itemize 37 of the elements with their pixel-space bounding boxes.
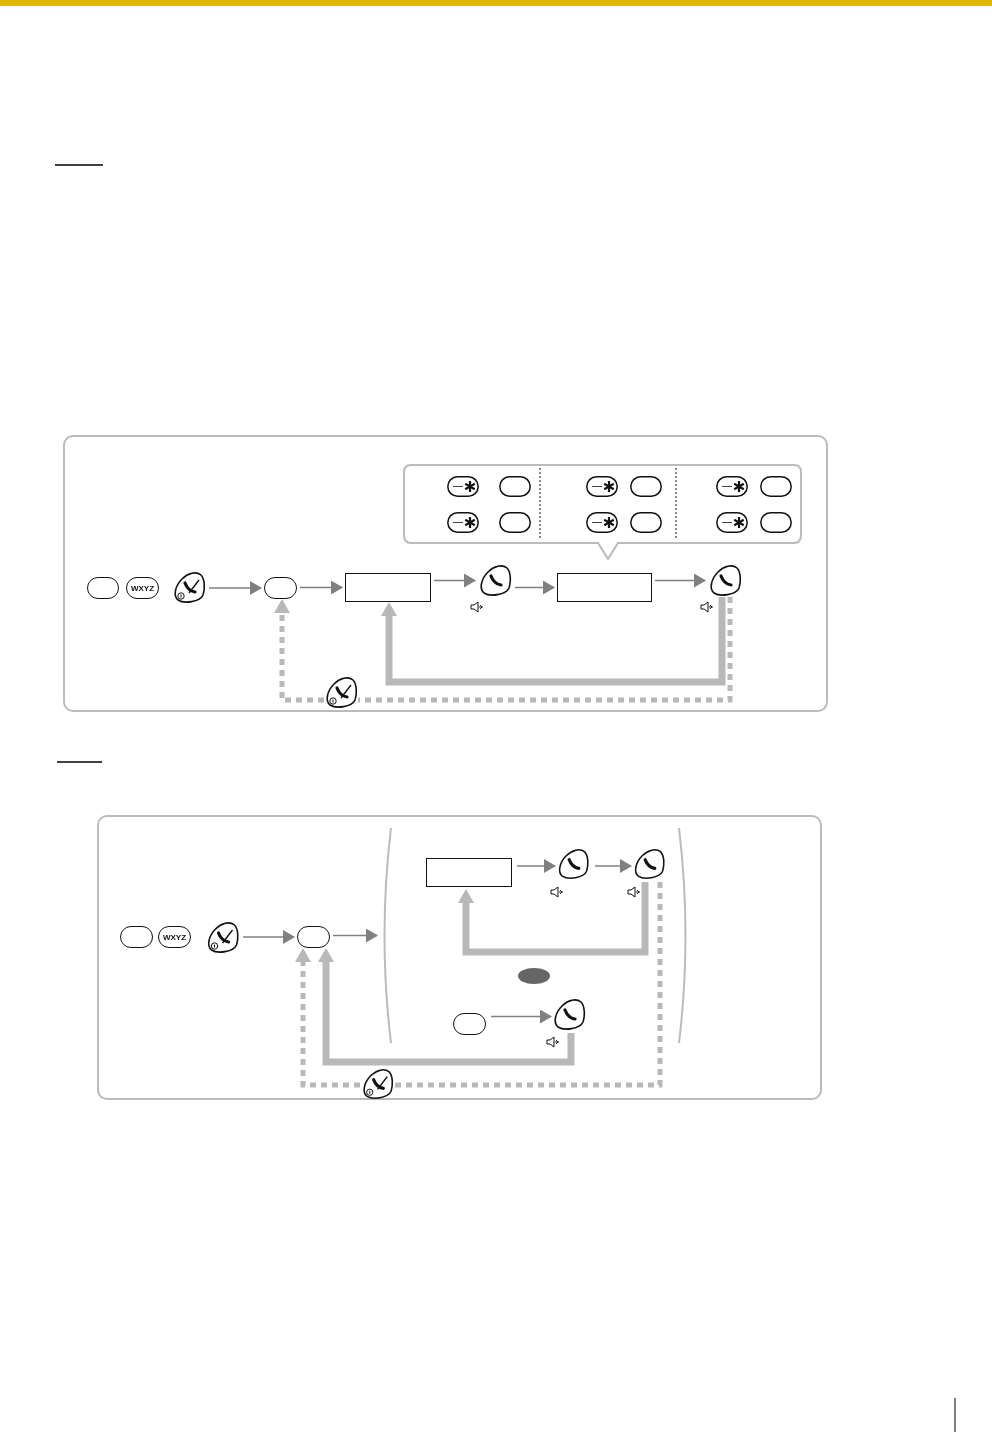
- panel: [63, 435, 828, 712]
- flow-arrow: [299, 580, 343, 595]
- hang-up-key-icon: [324, 676, 358, 709]
- flow-arrow: [332, 928, 378, 943]
- talk-key-icon: [632, 848, 666, 880]
- callout-bubble: [403, 464, 802, 560]
- talk-key-icon: [556, 848, 590, 880]
- indicator-oval: [518, 968, 550, 984]
- display-box: [345, 573, 431, 602]
- hang-up-key-icon: [205, 921, 240, 954]
- hang-up-key-icon: [360, 1068, 395, 1100]
- flow-arrow: [514, 580, 555, 595]
- flow-arrow: [516, 859, 556, 873]
- key: WXYZ: [126, 577, 159, 599]
- return-arrow: [381, 597, 726, 686]
- talk-key-icon: [708, 564, 742, 597]
- panel: [97, 815, 822, 1100]
- key: [120, 926, 153, 948]
- talk-key-icon: [478, 564, 512, 597]
- key: [87, 577, 119, 599]
- display-box: [426, 858, 512, 887]
- flow-arrow: [208, 581, 262, 595]
- flow-arrow: [490, 1009, 552, 1024]
- display-box: [557, 573, 652, 602]
- talk-key-icon: [552, 998, 586, 1031]
- flow-arrow: [594, 859, 632, 873]
- key: [264, 577, 297, 599]
- key: WXYZ: [158, 926, 191, 948]
- key: [453, 1013, 486, 1035]
- flow-arrow: [242, 930, 295, 944]
- flow-arrow: [433, 573, 476, 588]
- hang-up-key-icon: [172, 571, 206, 604]
- flow-arrow: [654, 573, 706, 588]
- key: [297, 926, 330, 948]
- return-arrow: [295, 948, 360, 1088]
- return-arrow: [318, 948, 575, 1066]
- return-arrow: [274, 599, 324, 703]
